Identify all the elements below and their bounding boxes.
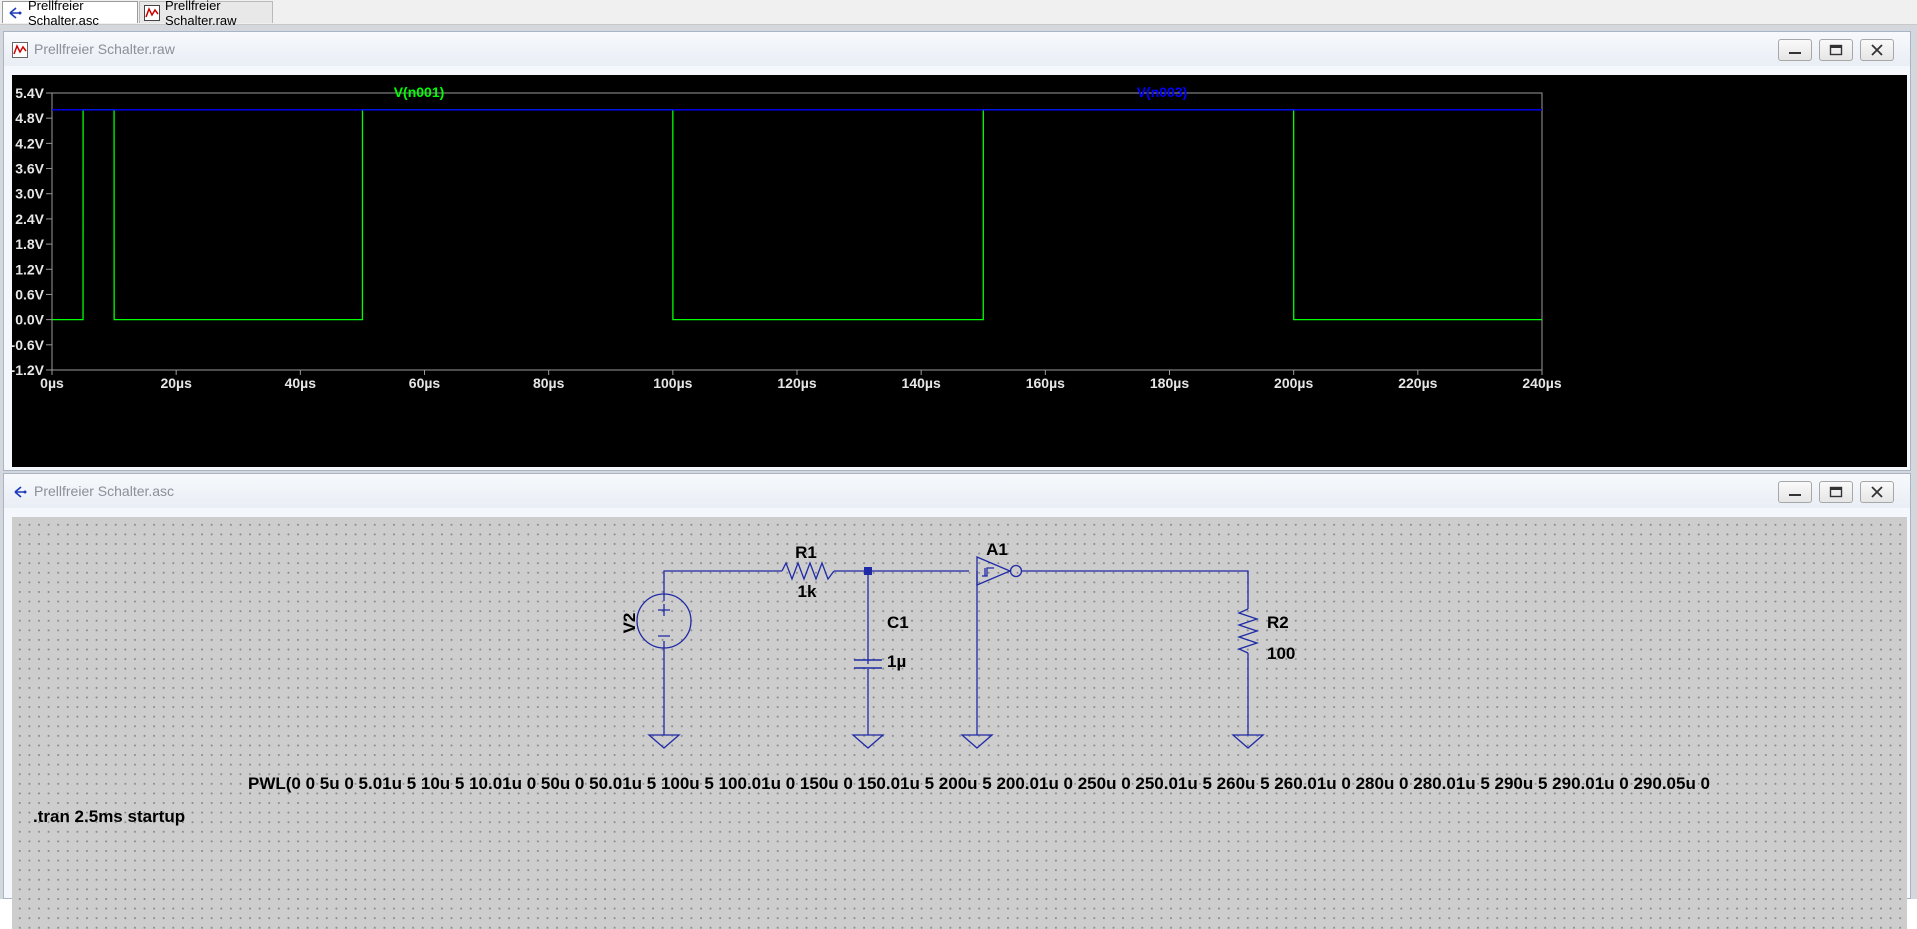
ground-symbol[interactable] (851, 734, 885, 749)
x-tick-label: 220µs (1398, 375, 1437, 391)
c1-value[interactable]: 1µ (887, 652, 906, 671)
resistor-r2[interactable] (1236, 608, 1260, 654)
x-tick-label: 160µs (1026, 375, 1065, 391)
x-tick-label: 200µs (1274, 375, 1313, 391)
r1-value[interactable]: 1k (798, 582, 817, 601)
x-tick-label: 80µs (533, 375, 565, 391)
r2-ref[interactable]: R2 (1267, 613, 1289, 632)
ground-symbol[interactable] (960, 734, 994, 749)
capacitor-c1[interactable] (854, 659, 882, 669)
x-tick-label: 60µs (409, 375, 441, 391)
waveform-window-titlebar[interactable]: Prellfreier Schalter.raw (4, 32, 1910, 66)
schematic-icon (12, 484, 28, 500)
voltage-source-v2[interactable] (636, 593, 692, 649)
schematic-window: Prellfreier Schalter.asc (3, 473, 1911, 929)
y-tick-label: 1.8V (15, 236, 44, 252)
waveform-icon (12, 42, 28, 58)
tab-label: Prellfreier Schalter.raw (165, 0, 237, 28)
maximize-icon (1829, 44, 1843, 56)
close-icon (1871, 44, 1883, 56)
waveform-window: Prellfreier Schalter.raw 5.4V 4.8V 4.2V 3.6… (3, 31, 1911, 471)
minimize-button[interactable] (1778, 481, 1812, 503)
trace-line-vn001[interactable] (52, 109, 1542, 321)
y-tick-label: 2.4V (15, 211, 44, 227)
x-tick-label: 100µs (653, 375, 692, 391)
trace-label-vn003[interactable]: V(n003) (1137, 84, 1188, 100)
resistor-r1[interactable] (781, 561, 835, 581)
x-tick-label: 140µs (902, 375, 941, 391)
y-tick-label: 3.0V (15, 186, 44, 202)
a1-ref[interactable]: A1 (986, 540, 1008, 559)
schematic-window-titlebar[interactable]: Prellfreier Schalter.asc (4, 474, 1910, 508)
maximize-button[interactable] (1819, 39, 1853, 61)
plot-frame (51, 92, 1543, 371)
r1-ref[interactable]: R1 (795, 543, 817, 562)
x-tick-label: 40µs (285, 375, 317, 391)
x-tick-label: 0µs (40, 375, 64, 391)
minimize-icon (1789, 52, 1801, 54)
tab-waveform[interactable]: Prellfreier Schalter.raw (139, 0, 273, 28)
r2-value[interactable]: 100 (1267, 644, 1295, 663)
tab-label: Prellfreier Schalter.asc (28, 0, 99, 28)
schematic-drawing[interactable]: V2 R1 1k C1 1µ A1 (12, 517, 1907, 929)
minimize-button[interactable] (1778, 39, 1812, 61)
ground-symbol[interactable] (1231, 734, 1265, 749)
y-tick-label: 4.2V (15, 135, 44, 151)
schematic-canvas[interactable]: V2 R1 1k C1 1µ A1 (12, 517, 1907, 929)
spice-directive[interactable]: .tran 2.5ms startup (33, 807, 185, 826)
document-tab-bar: Prellfreier Schalter.asc Prellfreier Sch… (0, 0, 1917, 28)
minimize-icon (1789, 494, 1801, 496)
c1-ref[interactable]: C1 (887, 613, 909, 632)
wire[interactable] (1021, 570, 1249, 609)
y-tick-label: -0.6V (12, 337, 45, 353)
y-tick-label: 0.0V (15, 312, 44, 328)
waveform-chart[interactable]: 5.4V 4.8V 4.2V 3.6V 3.0V 2.4V 1.8V 1.2V 0.6V 0.0V… (12, 75, 1907, 467)
close-button[interactable] (1860, 481, 1894, 503)
window-title: Prellfreier Schalter.raw (34, 41, 175, 57)
wire[interactable] (663, 570, 782, 601)
y-tick-label: 4.8V (15, 110, 44, 126)
v2-ref[interactable]: V2 (620, 613, 639, 634)
junction-dot (864, 567, 872, 575)
tab-schematic[interactable]: Prellfreier Schalter.asc (2, 0, 138, 28)
pwl-source-value[interactable]: PWL(0 0 5u 0 5.01u 5 10u 5 10.01u 0 50u … (248, 774, 1710, 793)
x-tick-label: 180µs (1150, 375, 1189, 391)
mdi-workspace: Prellfreier Schalter.raw 5.4V 4.8V 4.2V 3.6… (0, 25, 1917, 929)
close-button[interactable] (1860, 39, 1894, 61)
window-title: Prellfreier Schalter.asc (34, 483, 175, 499)
y-tick-label: -1.2V (12, 362, 45, 378)
waveform-plot[interactable]: 5.4V 4.8V 4.2V 3.6V 3.0V 2.4V 1.8V 1.2V 0.6V 0.0V… (12, 75, 1907, 467)
maximize-button[interactable] (1819, 481, 1853, 503)
maximize-icon (1829, 486, 1843, 498)
y-tick-label: 0.6V (15, 286, 44, 302)
y-tick-label: 3.6V (15, 161, 44, 177)
x-tick-label: 120µs (777, 375, 816, 391)
ground-symbol[interactable] (647, 734, 681, 749)
y-tick-label: 1.2V (15, 261, 44, 277)
x-tick-label: 20µs (160, 375, 192, 391)
y-tick-label: 5.4V (15, 85, 44, 101)
schmitt-inverter-a1[interactable] (976, 556, 1023, 586)
schematic-icon (7, 5, 23, 21)
trace-label-vn001[interactable]: V(n001) (394, 84, 445, 100)
x-tick-label: 240µs (1522, 375, 1561, 391)
close-icon (1871, 486, 1883, 498)
waveform-icon (144, 4, 160, 21)
